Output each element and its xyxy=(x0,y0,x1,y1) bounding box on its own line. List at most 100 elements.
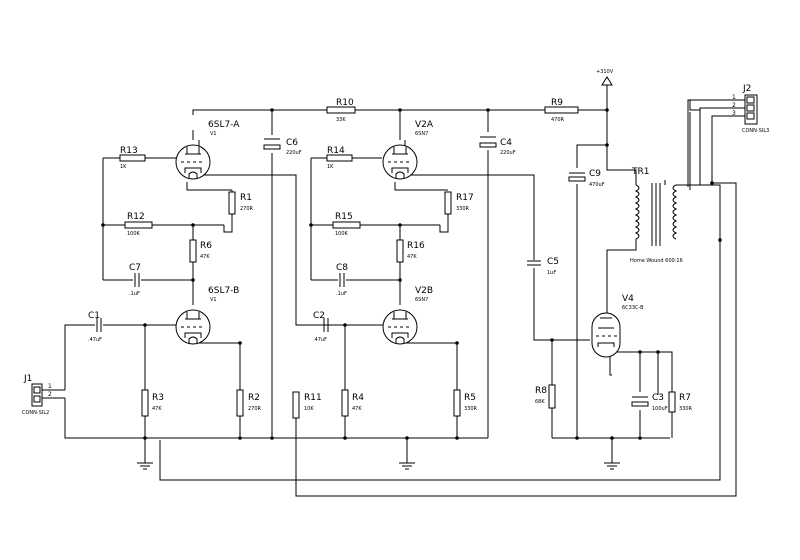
v2b-value: 6SN7 xyxy=(415,297,428,303)
c2-value: .47uF xyxy=(313,337,327,343)
resistor-r10: R10 33K xyxy=(326,98,356,123)
r6-ref: R6 xyxy=(200,241,212,251)
resistor-r4: R4 47K xyxy=(341,389,364,417)
resistor-r7: R7 330R xyxy=(668,391,693,413)
r17-ref: R17 xyxy=(456,193,474,203)
capacitor-c1: C1 .47uF xyxy=(88,311,102,343)
j2-pin-2: 2 xyxy=(732,102,736,109)
c6-ref: C6 xyxy=(286,138,298,148)
c8-ref: C8 xyxy=(336,263,348,273)
r13-value: 1K xyxy=(120,164,127,170)
c9-value: 470uF xyxy=(589,182,605,188)
c4-ref: C4 xyxy=(500,138,512,148)
wires xyxy=(64,85,745,497)
capacitor-c6: C6 220uF xyxy=(263,138,302,156)
j1-pin-1: 1 xyxy=(48,383,52,390)
r2-value: 270R xyxy=(248,406,262,412)
resistor-r16: R16 47K xyxy=(396,239,425,263)
r11-value: 10K xyxy=(304,406,314,412)
resistor-r1: R1 270R xyxy=(228,191,254,215)
r16-ref: R16 xyxy=(407,241,425,251)
tube-v1a: 6SL7-A V1 xyxy=(175,120,240,180)
capacitor-c5: C5 1uF xyxy=(527,257,559,276)
resistor-r6: R6 47K xyxy=(189,239,212,263)
r8-ref: R8 xyxy=(535,386,547,396)
c4-value: 220uF xyxy=(500,150,516,156)
r15-value: 100K xyxy=(335,231,349,237)
c7-value: .1uF xyxy=(129,291,140,297)
c9-ref: C9 xyxy=(589,169,601,179)
capacitor-c9: C9 470uF xyxy=(568,169,605,188)
r14-ref: R14 xyxy=(327,146,345,156)
tube-v2a: V2A 6SN7 xyxy=(382,120,434,180)
resistor-r9: R9 470R xyxy=(544,98,579,123)
r16-value: 47K xyxy=(407,254,417,260)
r12-ref: R12 xyxy=(127,212,145,222)
v4-value: 6C33C-B xyxy=(622,305,644,311)
tr1-ref: TR1 xyxy=(631,167,649,177)
c5-ref: C5 xyxy=(547,257,559,267)
capacitor-c3: C3 100uF xyxy=(631,393,668,412)
capacitor-c4: C4 220uF xyxy=(479,136,516,156)
tube-v1b: 6SL7-B V1 xyxy=(175,286,239,345)
j1-ref: J1 xyxy=(23,374,32,384)
resistor-r14: R14 1K xyxy=(326,146,353,170)
c3-value: 100uF xyxy=(652,406,668,412)
resistor-r3: R3 47K xyxy=(141,389,164,417)
v2b-ref: V2B xyxy=(415,286,433,296)
r4-ref: R4 xyxy=(352,393,364,403)
capacitor-c2: C2 .47uF xyxy=(313,311,329,343)
r2-ref: R2 xyxy=(248,393,260,403)
r7-ref: R7 xyxy=(679,393,691,403)
resistor-r13: R13 1K xyxy=(119,146,146,170)
j2-pin-3: 3 xyxy=(732,110,736,117)
r15-ref: R15 xyxy=(335,212,353,222)
resistor-r5: R5 330R xyxy=(453,389,478,417)
resistor-r11: R11 10K xyxy=(292,391,322,419)
c7-ref: C7 xyxy=(129,263,141,273)
transformer-tr1: TR1 Home Wound 600:16 xyxy=(630,167,683,264)
supply-label: +310V xyxy=(596,69,614,75)
r10-ref: R10 xyxy=(336,98,354,108)
resistor-r2: R2 270R xyxy=(236,389,262,417)
j2-pin-1: 1 xyxy=(732,94,736,101)
r6-value: 47K xyxy=(200,254,210,260)
c1-ref: C1 xyxy=(88,311,100,321)
c3-ref: C3 xyxy=(652,393,664,403)
c1-value: .47uF xyxy=(88,337,102,343)
c5-value: 1uF xyxy=(547,270,556,276)
tr1-value: Home Wound 600:16 xyxy=(630,258,683,264)
c6-value: 220uF xyxy=(286,150,302,156)
r14-value: 1K xyxy=(327,164,334,170)
tube-v2b: V2B 6SN7 xyxy=(382,286,433,345)
resistor-r17: R17 330R xyxy=(444,191,474,215)
r7-value: 330R xyxy=(679,406,693,412)
j2-value: CONN-SIL3 xyxy=(742,128,769,134)
tube-v4: V4 6C33C-B xyxy=(591,294,644,358)
ground-symbol xyxy=(136,454,154,470)
r3-ref: R3 xyxy=(152,393,164,403)
j1-pin-2: 2 xyxy=(48,391,52,398)
v1a-value: V1 xyxy=(210,131,217,137)
v2a-value: 6SN7 xyxy=(415,131,428,137)
capacitor-c7: C7 .1uF xyxy=(129,263,141,297)
r10-value: 33K xyxy=(336,117,346,123)
r3-value: 47K xyxy=(152,406,162,412)
c2-ref: C2 xyxy=(313,311,325,321)
v1a-ref: 6SL7-A xyxy=(208,120,240,130)
r5-value: 330R xyxy=(464,406,478,412)
r13-ref: R13 xyxy=(120,146,138,156)
v1b-ref: 6SL7-B xyxy=(208,286,239,296)
r4-value: 47K xyxy=(352,406,362,412)
r1-ref: R1 xyxy=(240,193,252,203)
capacitor-c8: C8 .1uF xyxy=(336,263,348,297)
connector-j2: 1 2 3 J2 CONN-SIL3 xyxy=(732,84,769,134)
supply-terminal: +310V xyxy=(596,69,614,86)
resistor-r8: R8 68K xyxy=(535,384,556,409)
r11-ref: R11 xyxy=(304,393,322,403)
j2-ref: J2 xyxy=(742,84,751,94)
resistor-r15: R15 100K xyxy=(332,212,361,237)
j1-value: CONN-SIL2 xyxy=(22,410,49,416)
connector-j1: 1 2 J1 CONN-SIL2 xyxy=(22,374,65,416)
